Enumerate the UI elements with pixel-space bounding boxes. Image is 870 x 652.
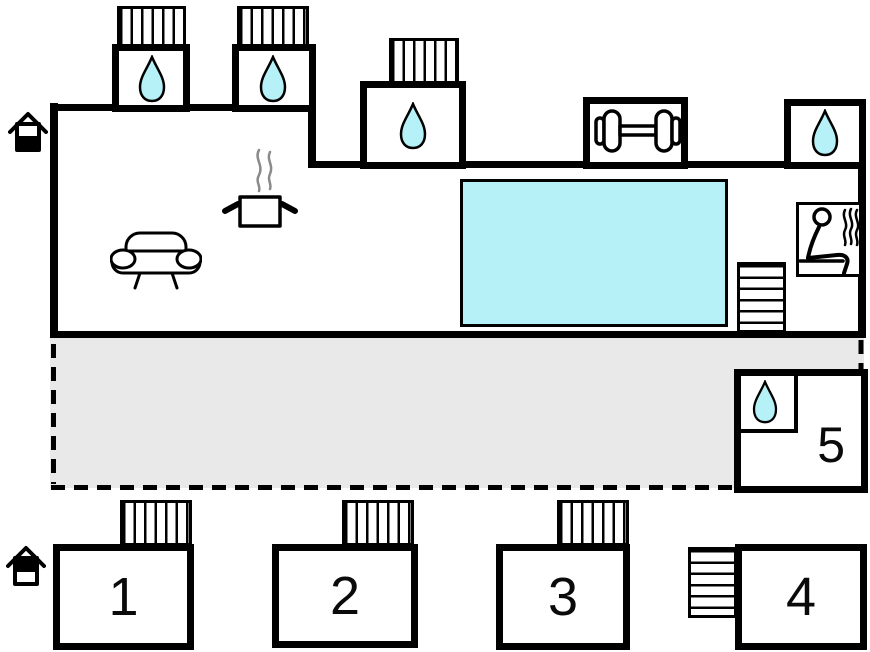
house-upper-floor-icon	[6, 546, 46, 586]
heat-wave-icon	[848, 207, 854, 246]
heat-wave-icon	[854, 208, 859, 247]
water-drop-icon	[752, 380, 778, 424]
water-drop-icon	[811, 109, 839, 157]
sauna-person-icon	[799, 207, 859, 274]
stairs-icon	[737, 262, 786, 333]
room-2-label: 2	[329, 566, 361, 626]
terrace-area	[50, 338, 864, 488]
entrance-steps-icon	[117, 6, 186, 47]
cooking-pot-icon	[222, 148, 298, 228]
room-1-label: 1	[108, 567, 139, 627]
room-5-bathroom	[737, 372, 798, 433]
house-lower-floor-icon	[8, 112, 48, 152]
room-3: 3	[496, 544, 630, 650]
sofa-icon	[110, 231, 202, 290]
room-5: 5	[734, 369, 868, 493]
steam-icon	[256, 148, 262, 193]
steam-icon	[267, 150, 273, 191]
swimming-pool	[460, 179, 728, 327]
room-4: 4	[735, 544, 867, 650]
water-drop-icon	[399, 102, 427, 150]
room-5-label: 5	[817, 417, 845, 473]
room-4-label: 4	[785, 567, 817, 627]
entrance-steps-icon	[389, 38, 459, 84]
room-3-label: 3	[547, 567, 579, 627]
entrance-steps-icon	[237, 6, 309, 47]
wall-bottom	[50, 331, 866, 338]
dumbbell-icon	[594, 109, 682, 153]
room-1: 1	[53, 544, 194, 650]
wall-left	[50, 103, 58, 338]
entrance-steps-icon	[557, 500, 629, 546]
water-drop-icon	[259, 55, 287, 103]
room-2: 2	[272, 544, 418, 648]
wall-right	[858, 99, 866, 338]
sauna-room	[796, 202, 862, 277]
wall-step	[308, 104, 316, 168]
water-drop-icon	[138, 55, 166, 103]
heat-wave-icon	[842, 208, 848, 247]
